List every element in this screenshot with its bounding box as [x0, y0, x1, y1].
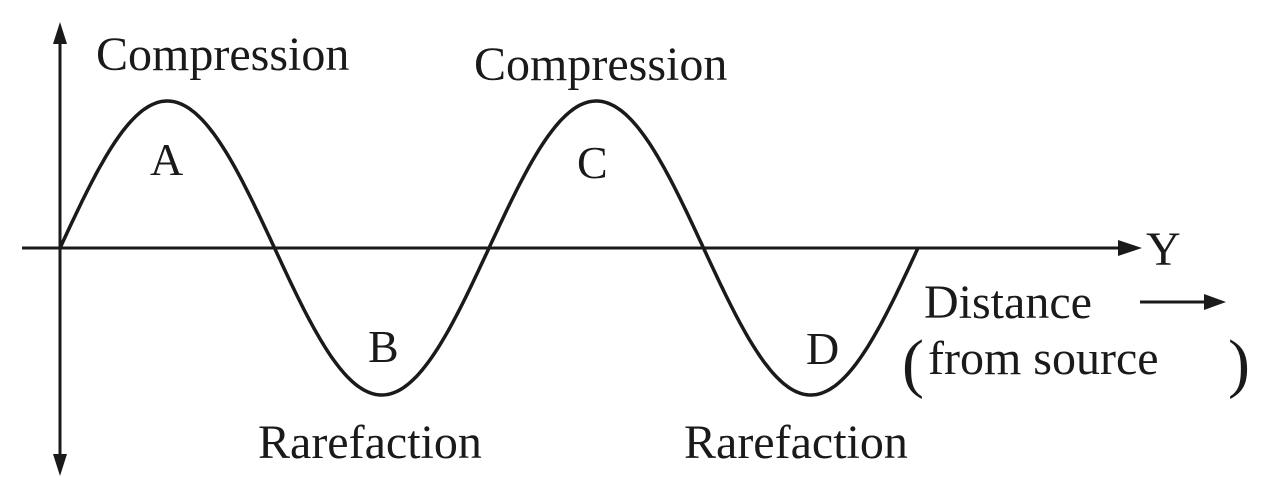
- wave-curve: [58, 99, 920, 397]
- axis-y-label: Y: [1146, 223, 1181, 276]
- point-d-label: D: [806, 323, 839, 374]
- rarefaction-label-2: Rarefaction: [684, 416, 908, 469]
- horizontal-axis-arrow: [1118, 240, 1142, 256]
- compression-label-1: Compression: [96, 28, 349, 81]
- paren-close: ): [1228, 327, 1250, 400]
- vertical-axis-down-arrow: [53, 454, 67, 476]
- paren-open: (: [902, 327, 924, 400]
- compression-label-2: Compression: [474, 38, 727, 91]
- distance-arrow-head: [1204, 294, 1226, 310]
- vertical-axis-up-arrow: [53, 22, 67, 44]
- from-source-label: from source: [928, 332, 1159, 385]
- point-a-label: A: [150, 134, 183, 185]
- point-c-label: C: [577, 137, 608, 188]
- distance-label: Distance: [924, 276, 1092, 329]
- point-b-label: B: [368, 321, 399, 372]
- rarefaction-label-1: Rarefaction: [258, 416, 482, 469]
